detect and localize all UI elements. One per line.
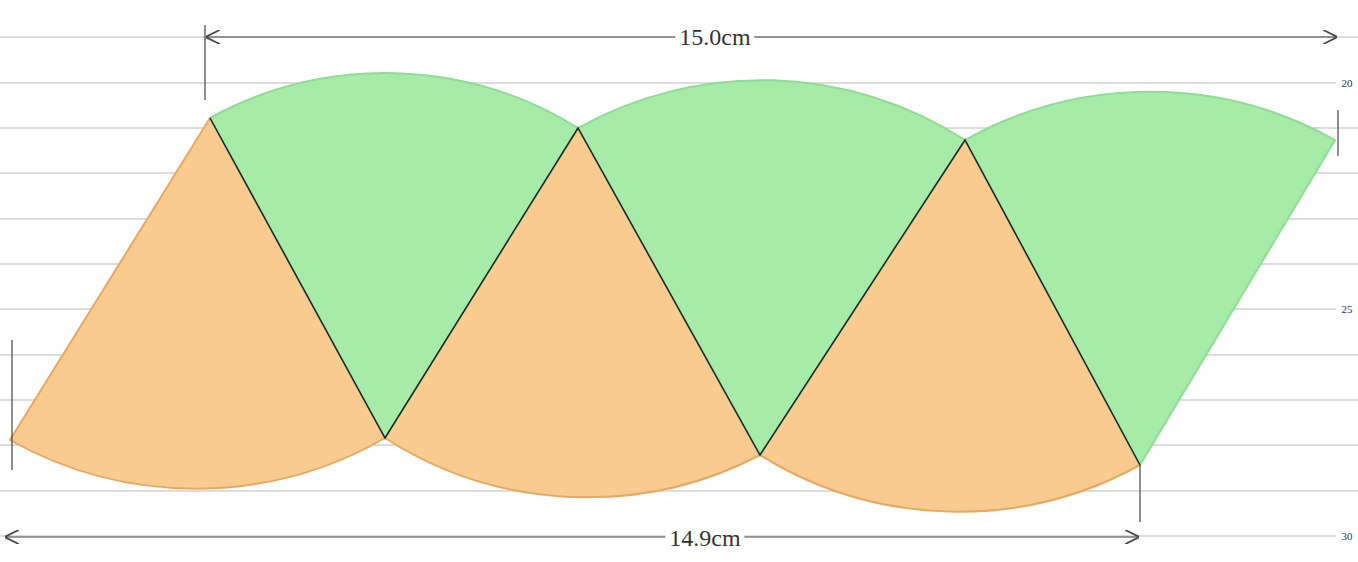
orange-sectors (10, 118, 1140, 512)
margin-number: 20 (1341, 77, 1354, 89)
margin-number: 25 (1341, 303, 1354, 315)
green-sectors (210, 73, 1335, 465)
margin-number: 30 (1341, 530, 1354, 542)
fold-lines (210, 118, 1140, 465)
dimension-label: 15.0cm (675, 24, 754, 50)
ruled-lines (0, 37, 1358, 536)
dimension-label: 14.9cm (665, 525, 744, 551)
dimension-lines (6, 25, 1338, 537)
